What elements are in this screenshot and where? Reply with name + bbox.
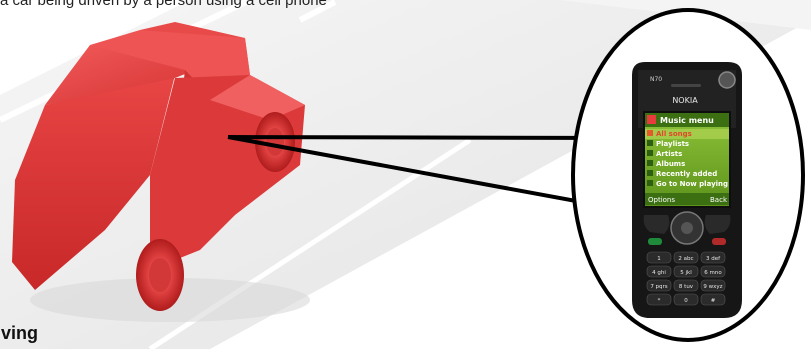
- menu-item[interactable]: All songs: [656, 130, 692, 138]
- keypad-key[interactable]: [646, 293, 672, 306]
- keypad-key[interactable]: [673, 293, 699, 306]
- callout-line-bottom: [227, 135, 626, 212]
- keypad-key-label: 9 wxyz: [703, 284, 722, 290]
- keypad-key-label: 7 pqrs: [650, 284, 667, 290]
- phone-screen: [643, 111, 731, 208]
- keypad-key-label: 0: [684, 298, 688, 304]
- softkey-right: Back: [710, 196, 728, 204]
- menu-item[interactable]: Recently added: [656, 170, 717, 178]
- menu-item-icon: [647, 180, 653, 186]
- lane-marking: [298, 0, 337, 23]
- menu-item-icon: [647, 170, 653, 176]
- caption-top: a car being driven by a person using a c…: [0, 0, 327, 9]
- callout-lines: [227, 135, 629, 212]
- menu-item[interactable]: Go to Now playing: [656, 180, 728, 188]
- keypad-key-label: 2 abc: [678, 256, 693, 262]
- end-key: [712, 238, 726, 245]
- keypad-key-label: 3 def: [706, 256, 721, 262]
- menu-item-icon: [647, 140, 653, 146]
- callout-line-top: [227, 135, 629, 140]
- camera-icon: [718, 71, 736, 89]
- model-label: N70: [650, 76, 662, 83]
- keypad: 1 2 abc 3 def 4 ghi 5 jkl 6 mno 7 pqrs 8 tuv 9 w…: [646, 251, 726, 306]
- keypad-key-label: *: [658, 298, 661, 304]
- keypad-key-label: #: [711, 298, 716, 304]
- keypad-key-label: 6 mno: [704, 270, 722, 276]
- keypad-key-label: 5 jkl: [680, 270, 692, 276]
- screen-title: Music menu: [660, 116, 714, 125]
- softkey-left: Options: [648, 196, 675, 204]
- keypad-key[interactable]: [700, 265, 726, 278]
- keypad-key[interactable]: [646, 265, 672, 278]
- brand-label: NOKIA: [672, 96, 698, 105]
- menu-item[interactable]: Artists: [656, 150, 682, 158]
- menu-item[interactable]: Albums: [656, 160, 685, 168]
- music-icon: [647, 115, 656, 124]
- caption-bottom: iving: [0, 323, 39, 343]
- nokia-phone: N70 NOKIA Music menu All songsPlaylistsA…: [632, 62, 742, 318]
- speaker-grille: [671, 84, 701, 87]
- menu-item-icon: [647, 150, 653, 156]
- keypad-key[interactable]: [700, 279, 726, 292]
- keypad-key[interactable]: [700, 251, 726, 264]
- keypad-key[interactable]: [646, 251, 672, 264]
- keypad-key[interactable]: [673, 251, 699, 264]
- menu-item-icon: [647, 130, 653, 136]
- keypad-key[interactable]: [700, 293, 726, 306]
- red-car: [12, 22, 310, 322]
- menu-item[interactable]: Playlists: [656, 140, 689, 148]
- keypad-key[interactable]: [673, 265, 699, 278]
- call-key: [648, 238, 662, 245]
- menu-item-icon: [647, 160, 653, 166]
- keypad-key-label: 4 ghi: [652, 270, 666, 276]
- keypad-key-label: 1: [657, 256, 661, 262]
- music-menu-list: All songsPlaylistsArtistsAlbumsRecently …: [647, 130, 728, 188]
- keypad-key[interactable]: [673, 279, 699, 292]
- keypad-key[interactable]: [646, 279, 672, 292]
- keypad-key-label: 8 tuv: [679, 284, 694, 290]
- nav-center-key: [681, 222, 693, 234]
